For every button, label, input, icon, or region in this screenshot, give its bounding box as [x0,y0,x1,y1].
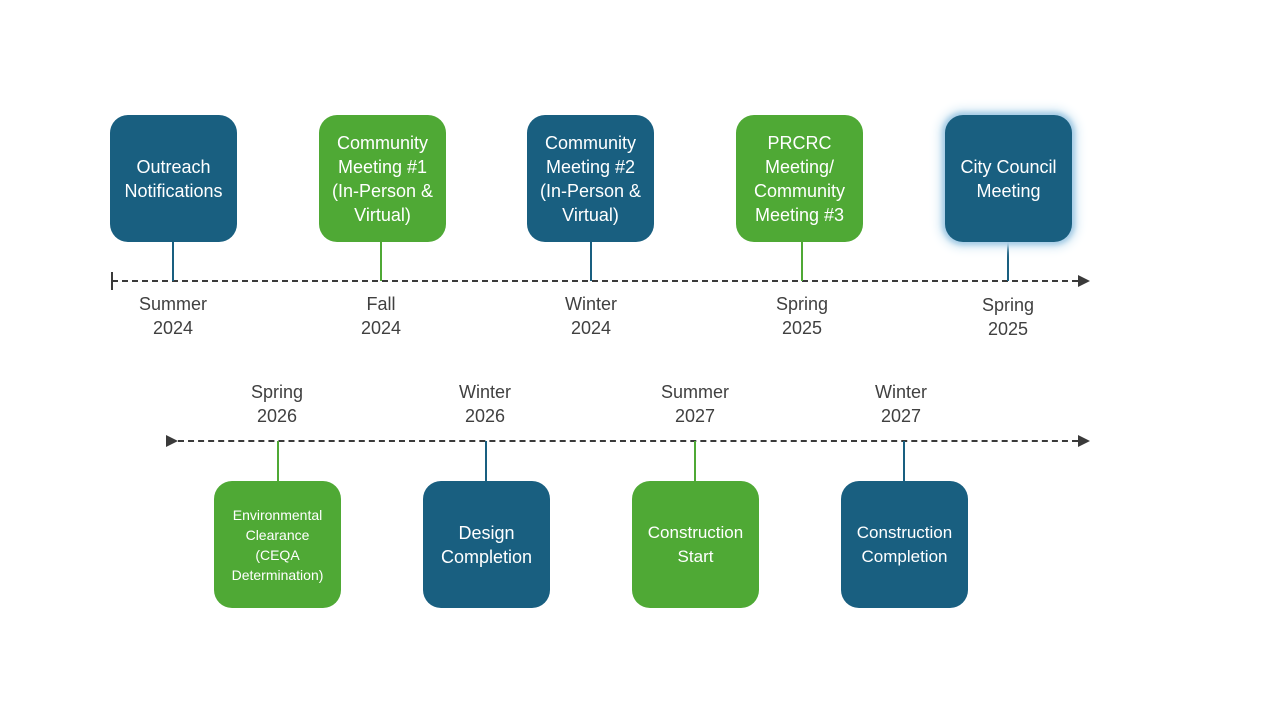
bottom-axis-start-arrow-icon [166,435,178,447]
period-label: Winter 2026 [458,382,511,426]
milestone-design-completion: Design Completion [423,481,550,608]
period-label: Fall 2024 [360,294,402,338]
connector-top-0 [172,241,174,281]
milestone-label: Community Meeting #1 (In-Person & Virtua… [331,132,434,225]
connector-top-4 [1007,241,1009,281]
milestone-city-council-meeting: City Council Meeting [945,115,1072,242]
period-label: Winter 2024 [564,294,617,338]
period-label: Spring 2025 [775,294,829,338]
milestone-label: City Council Meeting [960,156,1057,201]
period-label: Summer 2027 [660,382,729,426]
bottom-axis-arrow-icon [1078,435,1090,447]
period-label: Summer 2024 [138,294,207,338]
milestone-outreach-notifications: Outreach Notifications [110,115,237,242]
period-label: Spring 2026 [250,382,304,426]
milestone-label: Environmental Clearance (CEQA Determinat… [231,506,324,583]
milestone-label: Construction Completion [856,522,953,566]
milestone-construction-completion: Construction Completion [841,481,968,608]
connector-bottom-2 [694,441,696,482]
milestone-label: Community Meeting #2 (In-Person & Virtua… [539,132,642,225]
connector-bottom-0 [277,441,279,482]
milestone-prcrc-meeting: PRCRC Meeting/ Community Meeting #3 [736,115,863,242]
period-label: Spring 2025 [981,295,1035,339]
top-axis-arrow-icon [1078,275,1090,287]
connector-top-1 [380,241,382,281]
milestone-label: Outreach Notifications [124,156,223,201]
milestone-construction-start: Construction Start [632,481,759,608]
connector-top-2 [590,241,592,281]
milestone-label: Construction Start [647,522,744,566]
milestone-community-meeting-1: Community Meeting #1 (In-Person & Virtua… [319,115,446,242]
bottom-timeline-axis [178,440,1078,442]
connector-top-3 [801,241,803,281]
top-timeline-axis [112,280,1078,282]
milestone-label: Design Completion [440,522,533,567]
period-label: Winter 2027 [874,382,927,426]
connector-bottom-3 [903,441,905,482]
milestone-environmental-clearance: Environmental Clearance (CEQA Determinat… [214,481,341,608]
milestone-community-meeting-2: Community Meeting #2 (In-Person & Virtua… [527,115,654,242]
milestone-label: PRCRC Meeting/ Community Meeting #3 [753,132,846,225]
connector-bottom-1 [485,441,487,482]
